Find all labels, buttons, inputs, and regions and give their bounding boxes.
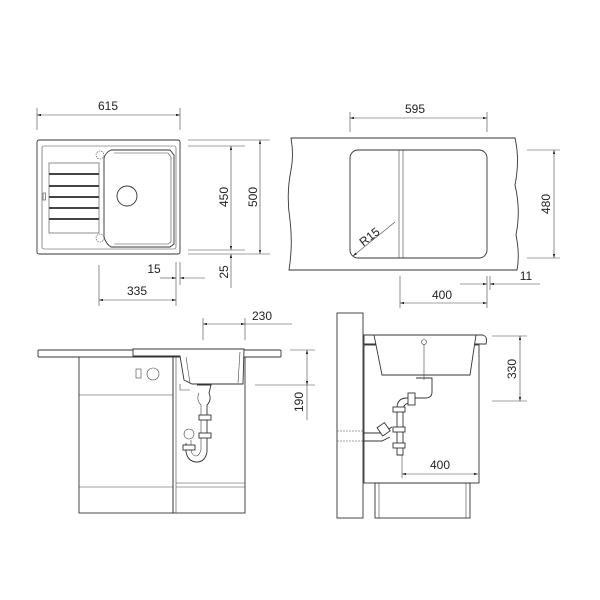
dishwasher-cabinet bbox=[78, 356, 174, 514]
sink-bowl-profile bbox=[373, 334, 477, 376]
dim-line-radius bbox=[352, 221, 396, 257]
dim-width: 615 bbox=[98, 99, 118, 113]
wall bbox=[336, 312, 364, 519]
dim-side-depth: 330 bbox=[505, 359, 519, 379]
control-button bbox=[135, 368, 142, 379]
dim-radius: R15 bbox=[357, 224, 383, 249]
dim-offset: 11 bbox=[520, 269, 533, 283]
dim-drain-distance: 335 bbox=[127, 284, 147, 298]
cutout-view: 595 480 R15 11 400 bbox=[287, 102, 560, 308]
tap-hole-top bbox=[95, 150, 105, 160]
dim-offset-side: 15 bbox=[147, 262, 161, 276]
front-view: 230 190 bbox=[37, 309, 315, 514]
bowl-inner bbox=[114, 152, 172, 245]
dim-cabinet-width: 400 bbox=[432, 288, 452, 302]
countertop-section bbox=[287, 137, 519, 271]
cutout-outline bbox=[349, 149, 488, 259]
overflow-slot bbox=[42, 192, 46, 201]
drain-hole bbox=[116, 185, 138, 207]
side-siphon bbox=[396, 377, 433, 456]
sink-rim bbox=[41, 145, 177, 250]
bowl-outline bbox=[103, 149, 175, 248]
dim-offset-front: 25 bbox=[217, 265, 231, 279]
dim-bowl-depth: 450 bbox=[217, 187, 231, 207]
tap-hole-bottom bbox=[95, 233, 105, 243]
control-knob bbox=[146, 367, 160, 381]
siphon bbox=[185, 384, 212, 463]
dim-bowl-width: 230 bbox=[252, 309, 272, 323]
sink-bowl-side bbox=[132, 348, 245, 385]
sink-outline bbox=[36, 139, 181, 255]
siphon-nut bbox=[198, 414, 212, 421]
sink-top-view: 615 450 500 25 15 335 bbox=[36, 99, 270, 306]
dim-cutout-width: 595 bbox=[405, 102, 425, 116]
dim-depth: 500 bbox=[246, 187, 260, 207]
dim-bowl-depth-front: 190 bbox=[292, 392, 306, 412]
side-view: 330 400 bbox=[336, 312, 527, 519]
dim-cutout-depth: 480 bbox=[539, 194, 553, 214]
plinth bbox=[374, 482, 471, 519]
dim-side-cabinet-depth: 400 bbox=[430, 458, 450, 472]
drainer-ribs bbox=[49, 173, 99, 220]
